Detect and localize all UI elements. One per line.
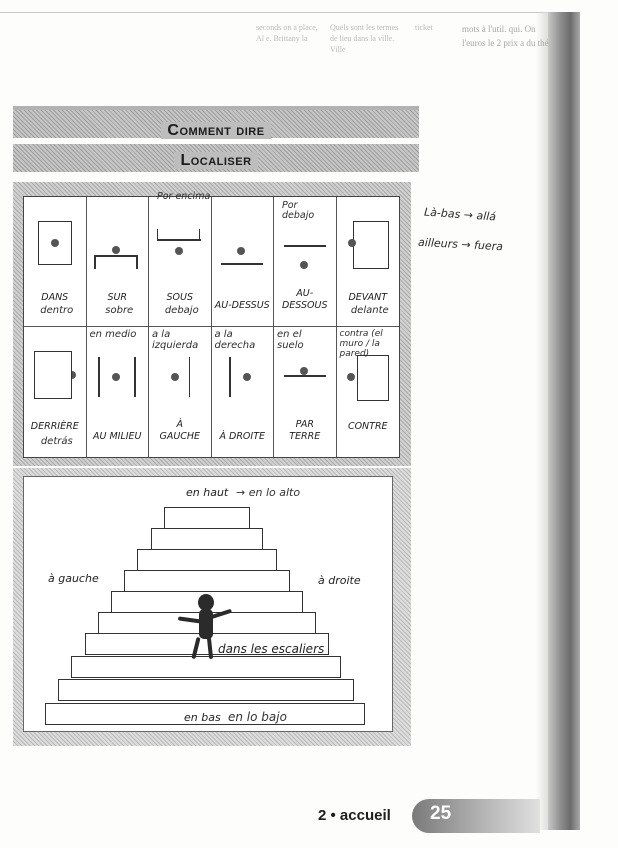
contre-illustration	[343, 341, 393, 403]
cell-au-milieu: en medio AU MILIEU	[87, 327, 149, 457]
dans-illustration	[30, 211, 80, 273]
devant-illustration	[343, 211, 393, 273]
cell-derriere: DERRIÈRE detrás	[24, 327, 87, 457]
note-dentro: dentro	[40, 305, 74, 316]
sous-illustration	[155, 211, 205, 273]
heading-banner: Comment dire Localiser	[13, 96, 419, 180]
cell-par-terre: en el suelo PAR TERRE	[274, 327, 337, 457]
scan-band	[548, 12, 580, 830]
cell-devant: DEVANT delante	[336, 197, 399, 327]
cell-dans: DANS dentro	[24, 197, 87, 327]
note-detras: detrás	[40, 436, 73, 447]
page-number: 25	[430, 803, 452, 824]
bleed-text-a: seconds on a place, Al e. Brittany la	[256, 23, 318, 43]
note-a-la-izquierda: a la izquierda	[152, 329, 199, 351]
note-contra: contra (el muro / la pared)	[339, 329, 383, 359]
label-au-milieu: AU MILIEU	[92, 431, 142, 442]
label-au-dessus: AU-DESSUS	[214, 300, 270, 311]
figure-body	[199, 609, 213, 639]
heading-line-2: Localiser	[13, 152, 419, 170]
au-dessous-illustration	[280, 211, 330, 273]
note-por-debajo: Por debajo	[282, 200, 315, 221]
label-sous: SOUS	[166, 292, 194, 303]
au-milieu-illustration	[92, 341, 142, 403]
note-a-la-derecha: a la derecha	[214, 329, 256, 351]
label-en-haut: en haut	[186, 486, 229, 499]
note-debajo: debajo	[164, 305, 199, 316]
margin-note-fuera: ailleurs → fuera	[417, 235, 504, 254]
note-sobre: sobre	[105, 305, 134, 316]
stair-step	[151, 528, 263, 550]
stair-step	[164, 507, 250, 529]
a-droite-illustration	[217, 341, 267, 403]
stair-step	[124, 570, 290, 592]
scan-shadow	[536, 12, 550, 830]
bleed-text-c: ticket	[415, 23, 433, 32]
stair-step	[45, 703, 365, 725]
par-terre-illustration	[280, 341, 330, 403]
note-por-encima: Por encima	[157, 191, 211, 202]
page-number-tab	[412, 799, 540, 833]
label-au-dessous: AU-DESSOUS	[281, 288, 328, 311]
label-a-droite-stairs: à droite	[318, 574, 361, 587]
note-en-lo-bajo: en lo bajo	[228, 710, 287, 724]
label-en-bas: en bas	[184, 711, 221, 724]
stair-step	[137, 549, 277, 571]
note-en-medio: en medio	[89, 329, 137, 340]
cell-au-dessus: AU-DESSUS	[211, 197, 274, 327]
cell-sous: Por encima SOUS debajo	[149, 191, 212, 327]
bleed-text-b: Quels sont les termes de lieu dans la vi…	[330, 23, 399, 54]
label-dans-les-escaliers: dans les escaliers	[218, 642, 325, 656]
preposition-grid: DANS dentro SUR sobre Por encima SOUS de…	[23, 191, 400, 458]
chapter-footer: 2 • accueil	[318, 807, 391, 824]
label-devant: DEVANT	[348, 292, 388, 303]
top-rule	[0, 12, 560, 13]
cell-contre: contra (el muro / la pared) CONTRE	[337, 327, 400, 457]
cell-a-droite: a la derecha À DROITE	[212, 327, 274, 457]
label-par-terre: PAR TERRE	[289, 419, 321, 442]
label-a-gauche: À GAUCHE	[159, 419, 201, 442]
label-a-droite: À DROITE	[219, 431, 266, 442]
figure-head	[198, 594, 214, 611]
derriere-illustration	[30, 341, 80, 403]
banner-rule	[13, 106, 419, 110]
label-sur: SUR	[107, 292, 128, 303]
cell-sur: SUR sobre	[86, 197, 149, 327]
margin-note-alla: Là-bas → allá	[423, 205, 497, 224]
cell-a-gauche: a la izquierda À GAUCHE	[149, 327, 212, 457]
label-contre: CONTRE	[347, 421, 388, 432]
stair-step	[71, 656, 341, 678]
heading-line-1: Comment dire	[13, 122, 419, 140]
cell-au-dessous: Por debajo AU-DESSOUS	[274, 197, 337, 327]
label-a-gauche-stairs: à gauche	[48, 572, 99, 585]
label-derriere: DERRIÈRE	[30, 421, 79, 432]
note-delante: delante	[350, 305, 389, 316]
label-dans: DANS	[41, 292, 69, 303]
a-gauche-illustration	[155, 341, 205, 403]
bleed-text-d: mots à l'util. qui. On l'euros le 2 prix…	[462, 24, 549, 48]
stair-step	[58, 679, 354, 701]
heading-text-2: Localiser	[174, 152, 258, 169]
note-en-lo-alto: → en lo alto	[236, 486, 301, 499]
heading-text-1: Comment dire	[161, 122, 271, 139]
au-dessus-illustration	[217, 211, 267, 273]
note-en-el-suelo: en el suelo	[277, 329, 304, 351]
sur-illustration	[92, 211, 142, 273]
